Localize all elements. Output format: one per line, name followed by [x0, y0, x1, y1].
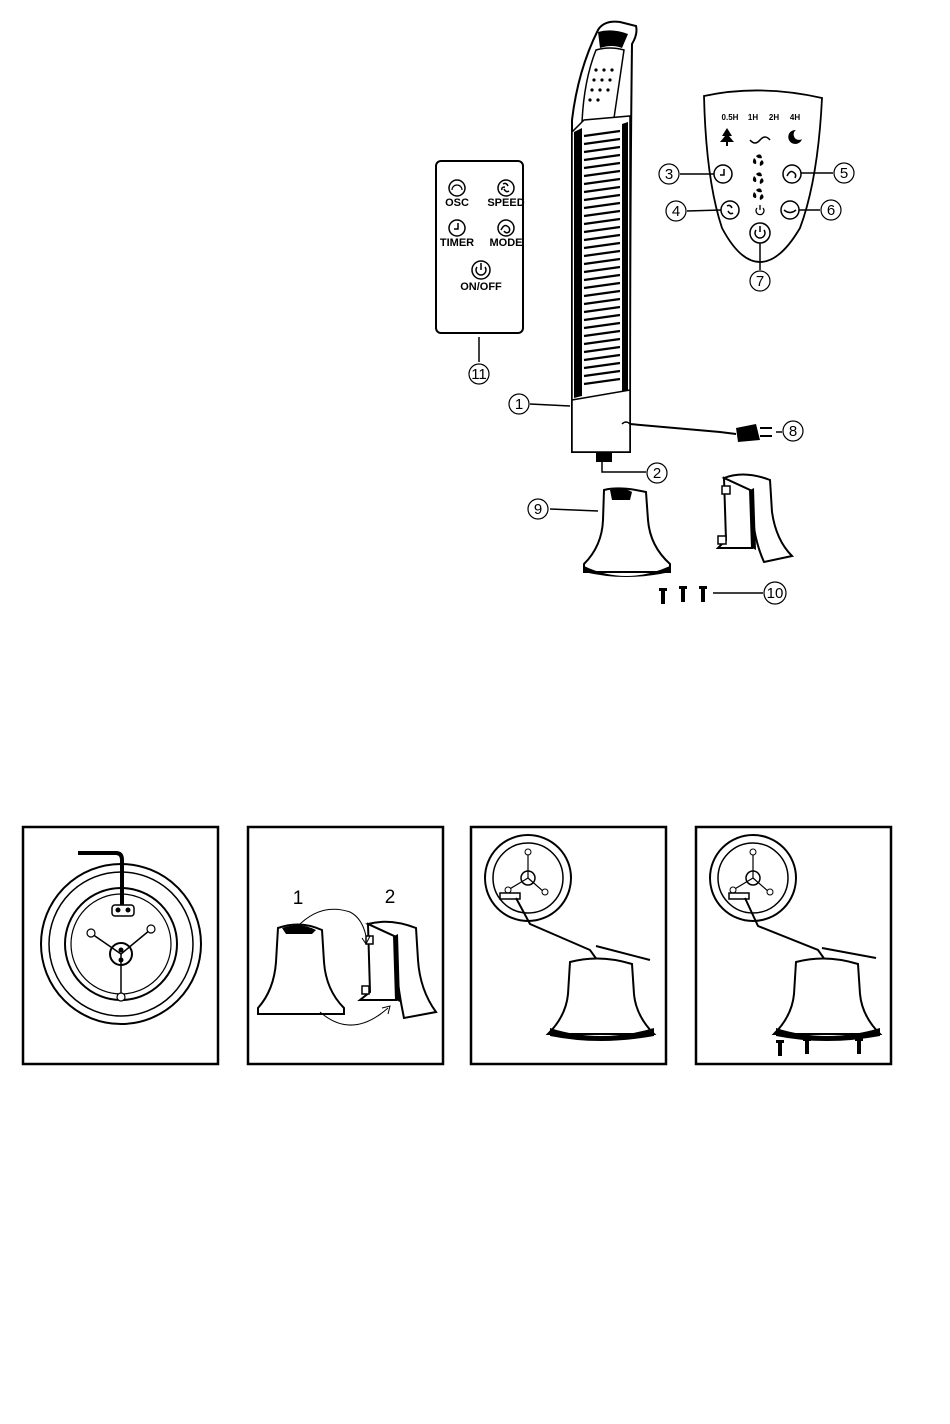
remote-control: OSC SPEED TIMER MODE ON/OFF 1: [436, 161, 525, 384]
step-2-panel: 1 2: [248, 827, 443, 1064]
mode-icon: [498, 220, 514, 236]
screws: [659, 586, 707, 604]
remote-timer-label: TIMER: [440, 237, 474, 249]
timer-icon: [449, 220, 465, 236]
svg-text:5: 5: [840, 165, 848, 182]
screw-icon: [699, 586, 707, 602]
svg-text:2H: 2H: [769, 113, 779, 122]
svg-text:1: 1: [515, 396, 523, 413]
svg-text:1H: 1H: [748, 113, 758, 122]
screw-icon: [659, 588, 667, 604]
step-2-label-1: 1: [293, 888, 304, 909]
panel-mode-button: [783, 165, 801, 183]
screw-icon: [679, 586, 687, 602]
svg-text:10: 10: [767, 585, 784, 602]
step-3-panel: [471, 827, 666, 1064]
svg-text:2: 2: [653, 465, 661, 482]
svg-text:7: 7: [756, 273, 764, 290]
svg-text:11: 11: [471, 366, 487, 383]
svg-text:4: 4: [672, 203, 680, 220]
panel-speed-button: [721, 201, 739, 219]
base-assembled: [584, 488, 670, 577]
remote-mode-label: MODE: [490, 237, 523, 249]
svg-text:4H: 4H: [790, 113, 800, 122]
remote-speed-label: SPEED: [487, 197, 524, 209]
step-4-panel: [696, 827, 891, 1064]
fan-speed-icon: [498, 180, 514, 196]
panel-osc-button: [781, 201, 799, 219]
remote-power-label: ON/OFF: [460, 281, 502, 293]
base-halves-open: [718, 474, 792, 562]
step-2-label-2: 2: [385, 887, 396, 908]
panel-timer-button: [714, 165, 732, 183]
remote-osc-label: OSC: [445, 197, 469, 209]
svg-text:3: 3: [665, 166, 673, 183]
power-plug-icon: [736, 424, 772, 442]
oscillate-icon: [449, 180, 465, 196]
svg-text:6: 6: [827, 202, 835, 219]
step-1-panel: [23, 827, 218, 1064]
control-panel-closeup: 0.5H 1H 2H 4H 3 4: [659, 90, 854, 291]
svg-text:9: 9: [534, 501, 542, 518]
svg-text:8: 8: [789, 423, 797, 440]
svg-text:0.5H: 0.5H: [722, 113, 739, 122]
